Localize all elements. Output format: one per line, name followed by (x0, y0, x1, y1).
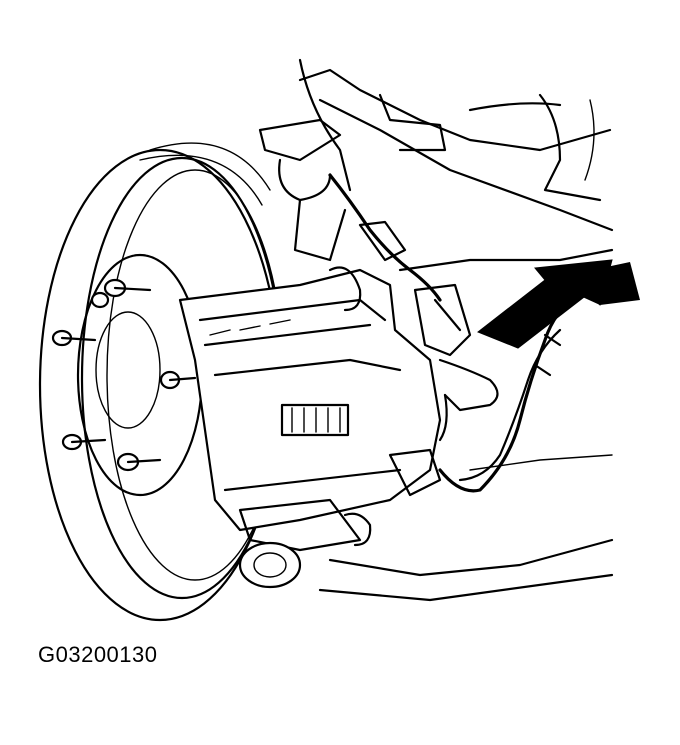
suspension-arm (258, 58, 614, 602)
brake-caliper (178, 266, 442, 589)
brake-hose (438, 298, 577, 493)
wheel-studs (51, 278, 197, 472)
brake-rotor (38, 142, 284, 622)
figure-caption: G03200130 (38, 642, 158, 667)
arrow-pointing-to-sensor-icon (477, 259, 640, 349)
sensor-wire (328, 173, 499, 442)
